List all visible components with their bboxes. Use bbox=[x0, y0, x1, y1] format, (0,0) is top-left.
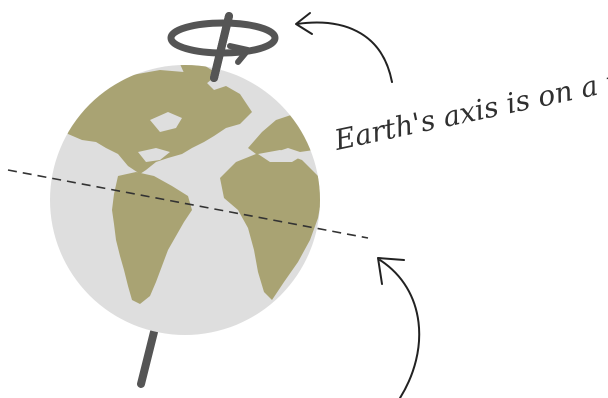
lower-curved-arrow bbox=[378, 258, 419, 398]
earth-globe bbox=[50, 64, 322, 335]
upper-curved-arrow bbox=[296, 13, 392, 82]
earth-axis-bottom bbox=[141, 332, 154, 384]
tilt-caption: Earth's axis is on a tilt bbox=[331, 58, 608, 157]
